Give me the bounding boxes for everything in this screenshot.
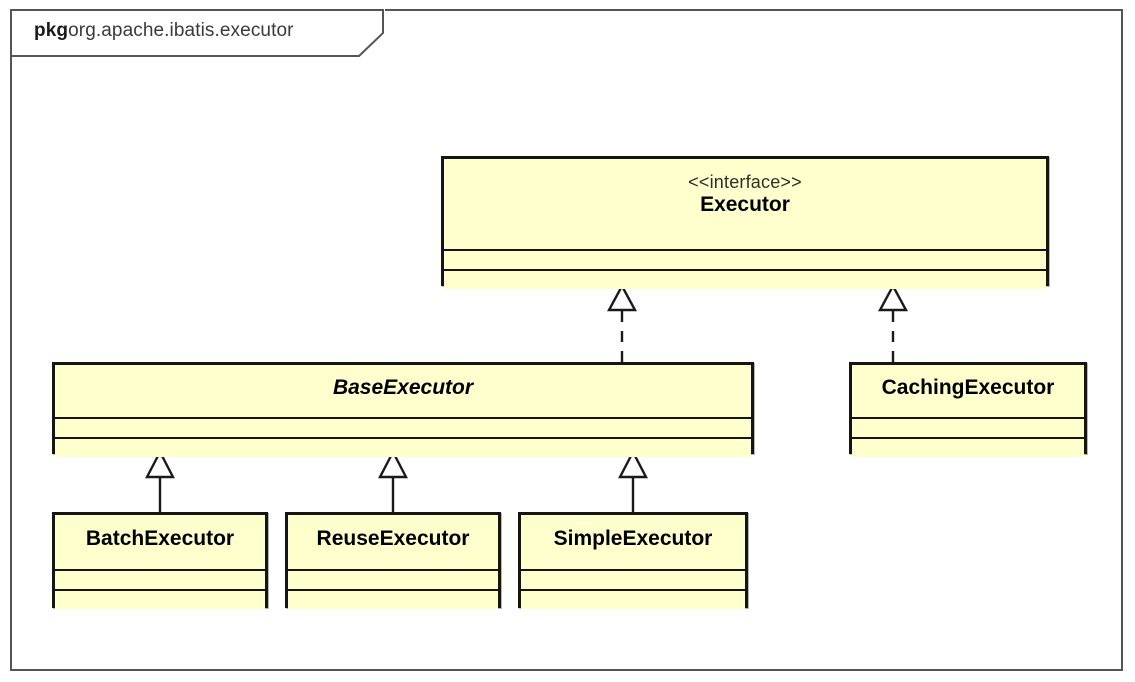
class-title: ReuseExecutor bbox=[316, 527, 470, 550]
package-name: org.apache.ibatis.executor bbox=[68, 20, 294, 41]
uml-class-cachingexecutor[interactable]: CachingExecutor bbox=[849, 362, 1087, 457]
class-title: CachingExecutor bbox=[881, 376, 1055, 399]
class-title: SimpleExecutor bbox=[553, 527, 713, 550]
class-name-header-simpleexecutor: SimpleExecutor bbox=[521, 515, 745, 569]
attributes-compartment bbox=[444, 249, 1046, 269]
operations-compartment bbox=[521, 589, 745, 609]
attributes-compartment bbox=[55, 569, 265, 589]
uml-class-reuseexecutor[interactable]: ReuseExecutor bbox=[285, 512, 501, 609]
uml-class-simpleexecutor[interactable]: SimpleExecutor bbox=[518, 512, 748, 609]
uml-class-baseexecutor[interactable]: BaseExecutor bbox=[52, 362, 754, 457]
attributes-compartment bbox=[521, 569, 745, 589]
class-title: BaseExecutor bbox=[332, 376, 474, 399]
package-tab-mask bbox=[12, 4, 385, 13]
operations-compartment bbox=[852, 437, 1084, 457]
package-label: pkgorg.apache.ibatis.executor bbox=[34, 20, 294, 42]
class-stereotype: <<interface>> bbox=[688, 172, 802, 192]
package-keyword: pkg bbox=[34, 20, 69, 41]
class-name-header-executor: <<interface>> Executor bbox=[444, 159, 1046, 249]
attributes-compartment bbox=[55, 417, 751, 437]
attributes-compartment bbox=[288, 569, 498, 589]
operations-compartment bbox=[55, 437, 751, 457]
operations-compartment bbox=[55, 589, 265, 609]
uml-class-executor[interactable]: <<interface>> Executor bbox=[441, 156, 1049, 289]
class-name-header-cachingexecutor: CachingExecutor bbox=[852, 365, 1084, 417]
class-name-header-reuseexecutor: ReuseExecutor bbox=[288, 515, 498, 569]
class-name-header-baseexecutor: BaseExecutor bbox=[55, 365, 751, 417]
operations-compartment bbox=[444, 269, 1046, 289]
class-name-header-batchexecutor: BatchExecutor bbox=[55, 515, 265, 569]
package-frame bbox=[10, 9, 1123, 671]
class-title: Executor bbox=[700, 193, 790, 217]
class-title: BatchExecutor bbox=[85, 527, 235, 550]
attributes-compartment bbox=[852, 417, 1084, 437]
operations-compartment bbox=[288, 589, 498, 609]
uml-class-batchexecutor[interactable]: BatchExecutor bbox=[52, 512, 268, 609]
